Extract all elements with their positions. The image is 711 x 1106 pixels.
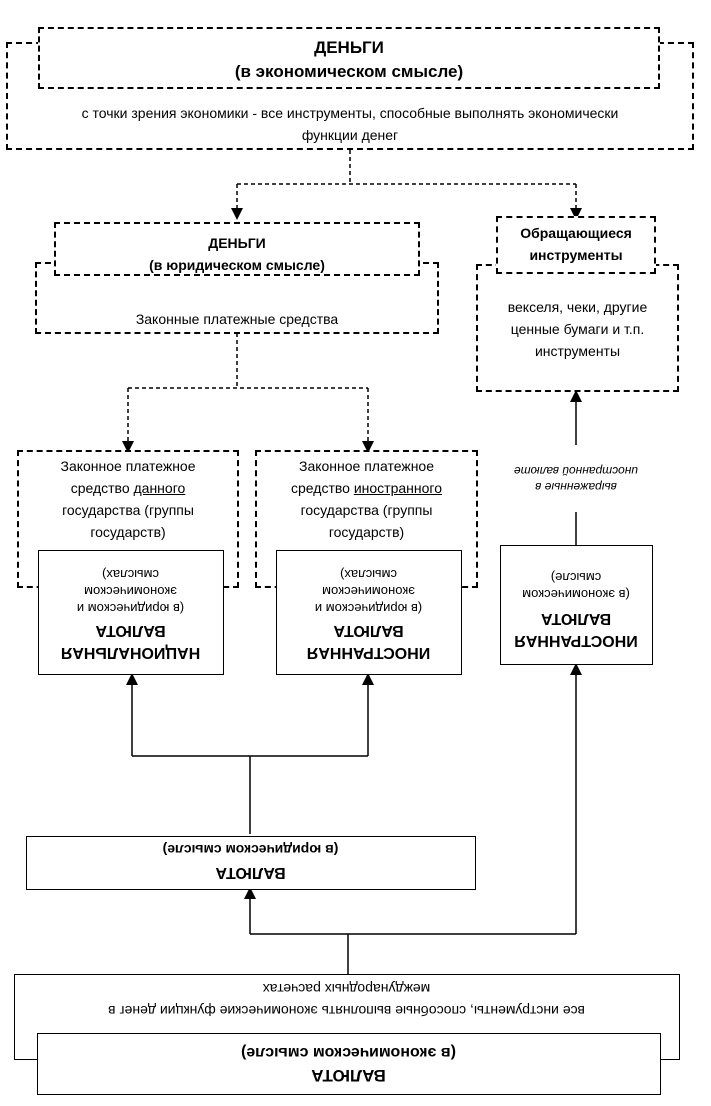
national-currency-subtitle: ВАЛЮТА — [95, 622, 166, 639]
currency-economic-def-line1: все инструменты, способные выполнять эко… — [108, 1003, 585, 1019]
negotiable-title-box: Обращающиеся инструменты — [496, 216, 656, 274]
legal-tender-domestic-line1: Законное платежное — [60, 458, 196, 474]
negotiable-desc-line3: инструменты — [534, 343, 621, 359]
money-economic-subtitle: (в экономическом смысле) — [234, 62, 464, 81]
currency-economic-title: ВАЛЮТА — [311, 1066, 386, 1085]
negotiable-desc-line2: ценные бумаги и т.п. — [510, 321, 645, 337]
currency-legal-desc: (в юридическом смысле) — [162, 842, 339, 858]
legal-tender-foreign-line3: государства (группы — [300, 502, 433, 518]
currency-economic-def-line2: международных расчетах — [262, 981, 431, 997]
foreign-currency-legal-desc-line3: смыслах) — [340, 567, 397, 582]
legal-tender-domestic-line2-pre: средство — [70, 480, 134, 496]
money-economic-title: ДЕНЬГИ — [314, 38, 384, 57]
foreign-currency-legal-title: ИНОСТРАННАЯ — [306, 644, 431, 661]
foreign-currency-economic-subtitle: ВАЛЮТА — [540, 610, 612, 627]
foreign-currency-legal-box: ИНОСТРАННАЯ ВАЛЮТА (в юридическом и экон… — [276, 550, 462, 675]
foreign-currency-economic-title: ИНОСТРАННАЯ — [514, 632, 638, 649]
legal-tender-domestic-line2-underlined: данного — [133, 480, 186, 496]
arrow-label: выраженные в иностранной валюте — [490, 463, 662, 495]
legal-tender-foreign-line4: государств) — [328, 524, 405, 540]
national-currency-title: НАЦИОНАЛЬНАЯ — [60, 644, 201, 661]
arrow-label-line2: иностранной валюте — [513, 464, 639, 478]
legal-tender-domestic-line3: государства (группы — [62, 502, 194, 518]
legal-tender-foreign-line1: Законное платежное — [298, 458, 435, 474]
foreign-currency-economic-box: ИНОСТРАННАЯ ВАЛЮТА (в экономическом смыс… — [500, 545, 653, 665]
money-economic-desc-line1: с точки зрения экономики - все инструмен… — [81, 105, 619, 121]
foreign-currency-economic-desc-line1: (в экономическом — [522, 587, 630, 602]
legal-tender-foreign-line2-underlined: иностранного — [353, 480, 442, 496]
legal-tender-foreign-line2: средство иностранного — [257, 477, 476, 499]
national-currency-desc-line1: (в юридическом и — [76, 601, 185, 616]
currency-economic-title-box: ВАЛЮТА (в экономическом смысле) — [37, 1033, 661, 1095]
foreign-currency-legal-subtitle: ВАЛЮТА — [333, 622, 404, 639]
money-legal-desc: Законные платежные средства — [135, 311, 339, 327]
money-economic-title-box: ДЕНЬГИ (в экономическом смысле) — [38, 27, 660, 89]
currency-legal-title: ВАЛЮТА — [215, 864, 286, 881]
national-currency-desc-line3: смыслах) — [102, 567, 159, 582]
currency-legal-box: ВАЛЮТА (в юридическом смысле) — [26, 836, 476, 890]
money-legal-title: ДЕНЬГИ — [208, 235, 266, 251]
arrow-label-line1: выраженные в — [535, 480, 617, 494]
money-legal-subtitle: (в юридическом смысле) — [149, 257, 325, 273]
currency-economic-desc: (в экономическом смысле) — [241, 1044, 456, 1061]
negotiable-subtitle: инструменты — [529, 247, 623, 263]
money-legal-title-box: ДЕНЬГИ (в юридическом смысле) — [54, 222, 420, 276]
national-currency-desc-line2: экономическом — [84, 584, 177, 599]
legal-tender-foreign-line2-pre: средство — [291, 480, 354, 496]
negotiable-desc-line1: векселя, чеки, другие — [507, 299, 648, 315]
foreign-currency-legal-desc-line2: экономическом — [322, 584, 415, 599]
foreign-currency-legal-desc-line1: (в юридическом и — [314, 601, 423, 616]
legal-tender-domestic-line4: государств) — [90, 524, 166, 540]
legal-tender-domestic-line2: средство данного — [19, 477, 237, 499]
money-economic-desc-line2: функции денег — [301, 127, 399, 143]
national-currency-box: НАЦИОНАЛЬНАЯ ВАЛЮТА (в юридическом и эко… — [38, 550, 224, 675]
negotiable-desc-box: векселя, чеки, другие ценные бумаги и т.… — [476, 264, 679, 392]
foreign-currency-economic-desc-line2: смысле) — [550, 570, 602, 585]
negotiable-title: Обращающиеся — [520, 225, 632, 241]
